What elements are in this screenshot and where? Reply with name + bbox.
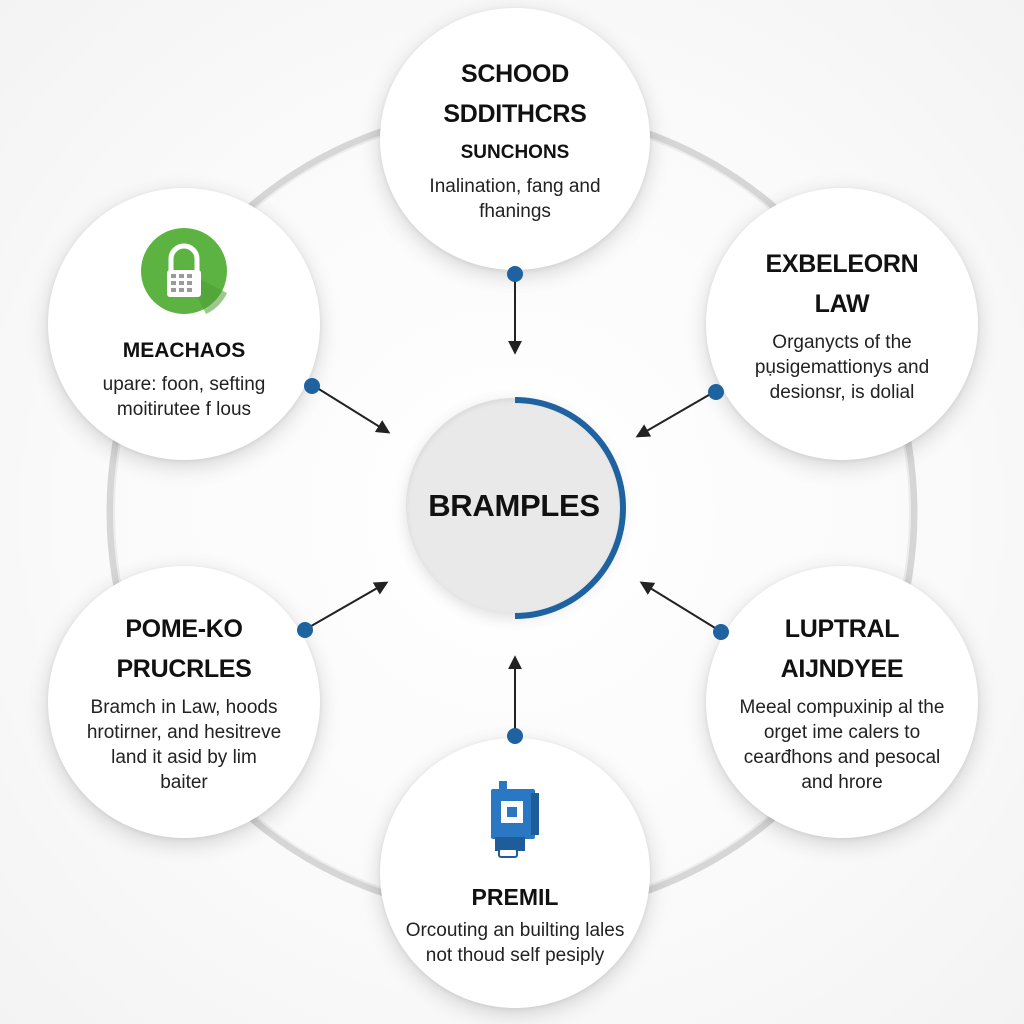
node-top-desc-line: fhanings [479,201,551,222]
center-title: BRAMPLES [428,488,600,523]
node-top-left-desc-line: moitirutee f lous [116,398,252,420]
node-bottom-right-desc-line: cearđhons and pesocal [743,747,941,768]
node-top-left: MEACHAOS upare: foon, sefting moitirutee… [48,188,320,460]
node-bottom-left-title: POME-KO [125,615,243,643]
node-top-right-desc-line: pụsigemattionys and [754,356,930,378]
node-top-left-desc: upare: foon, sefting moitirutee f lous [103,372,266,422]
node-bottom-left-desc-line: baiter [160,772,208,793]
node-top-left-title: MEACHAOS [122,338,246,362]
node-top-right-desc-line: Organycts of the [772,331,912,353]
node-top: SCHOOD SDDITHCRS SUNCHONS Inalination, f… [380,8,650,270]
node-top-desc: Inalination, fang and fhanings [429,174,600,224]
node-bottom-left: POME-KO PRUCRLES Bramch in Law, hoods hr… [48,566,320,838]
node-top-right: EXBELEORN LAW Organycts of the pụsigemat… [706,188,978,460]
node-bottom-right-desc-line: Meeal compuxinip al the [739,697,945,718]
node-bottom-right-title: LUPTRAL [784,615,900,643]
building-icon [485,779,545,866]
node-bottom-desc-line: Orcouting an builting lales [405,919,625,941]
node-top-left-desc-line: upare: foon, sefting [102,373,266,395]
arrow-bottom-left [305,581,389,630]
node-bottom-desc: Orcouting an builting lales not thoud se… [406,918,625,968]
node-bottom-right-desc: Meeal compuxinip al the orget ime calers… [740,695,945,795]
node-bottom-left-title-line2: PRUCRLES [116,655,252,683]
node-top-right-title: EXBELEORN [765,249,919,278]
arrow-bottom-right [639,581,721,632]
node-bottom: PREMIL Orcouting an builting lales not t… [380,738,650,1008]
node-bottom-right-desc-line: and hrore [801,772,883,793]
node-bottom-left-desc-line: hrotirner, and hesitreve [86,722,282,743]
lock-icon [140,227,228,320]
arrow-top-left [313,385,391,434]
node-bottom-desc-line: not thoud self pesiply [425,944,605,966]
node-top-right-title-line2: LAW [814,289,870,318]
node-bottom-title: PREMIL [471,883,559,910]
center-hub: BRAMPLES [406,398,622,614]
node-bottom-right: LUPTRAL AIJNDYEE Meeal compuxinip al the… [706,566,978,838]
node-top-title-line2: SDDITHCRS [443,100,587,128]
node-bottom-left-desc-line: Bramch in Law, hoods [90,697,278,718]
node-top-right-desc: Organycts of the pụsigemattionys and des… [755,330,929,405]
node-bottom-left-desc-line: land it asid by lim [111,747,257,768]
node-bottom-right-title-line2: AIJNDYEE [780,655,904,683]
node-bottom-left-desc: Bramch in Law, hoods hrotirner, and hesi… [87,695,281,795]
node-top-title: SCHOOD [461,60,569,88]
node-top-subtitle: SUNCHONS [460,142,570,163]
node-top-right-desc-line: desionsr, is dolial [769,381,915,403]
node-bottom-right-desc-line: orget ime calers to [763,722,921,743]
arrow-top-right [635,391,715,438]
node-top-desc-line: Inalination, fang and [429,176,601,197]
